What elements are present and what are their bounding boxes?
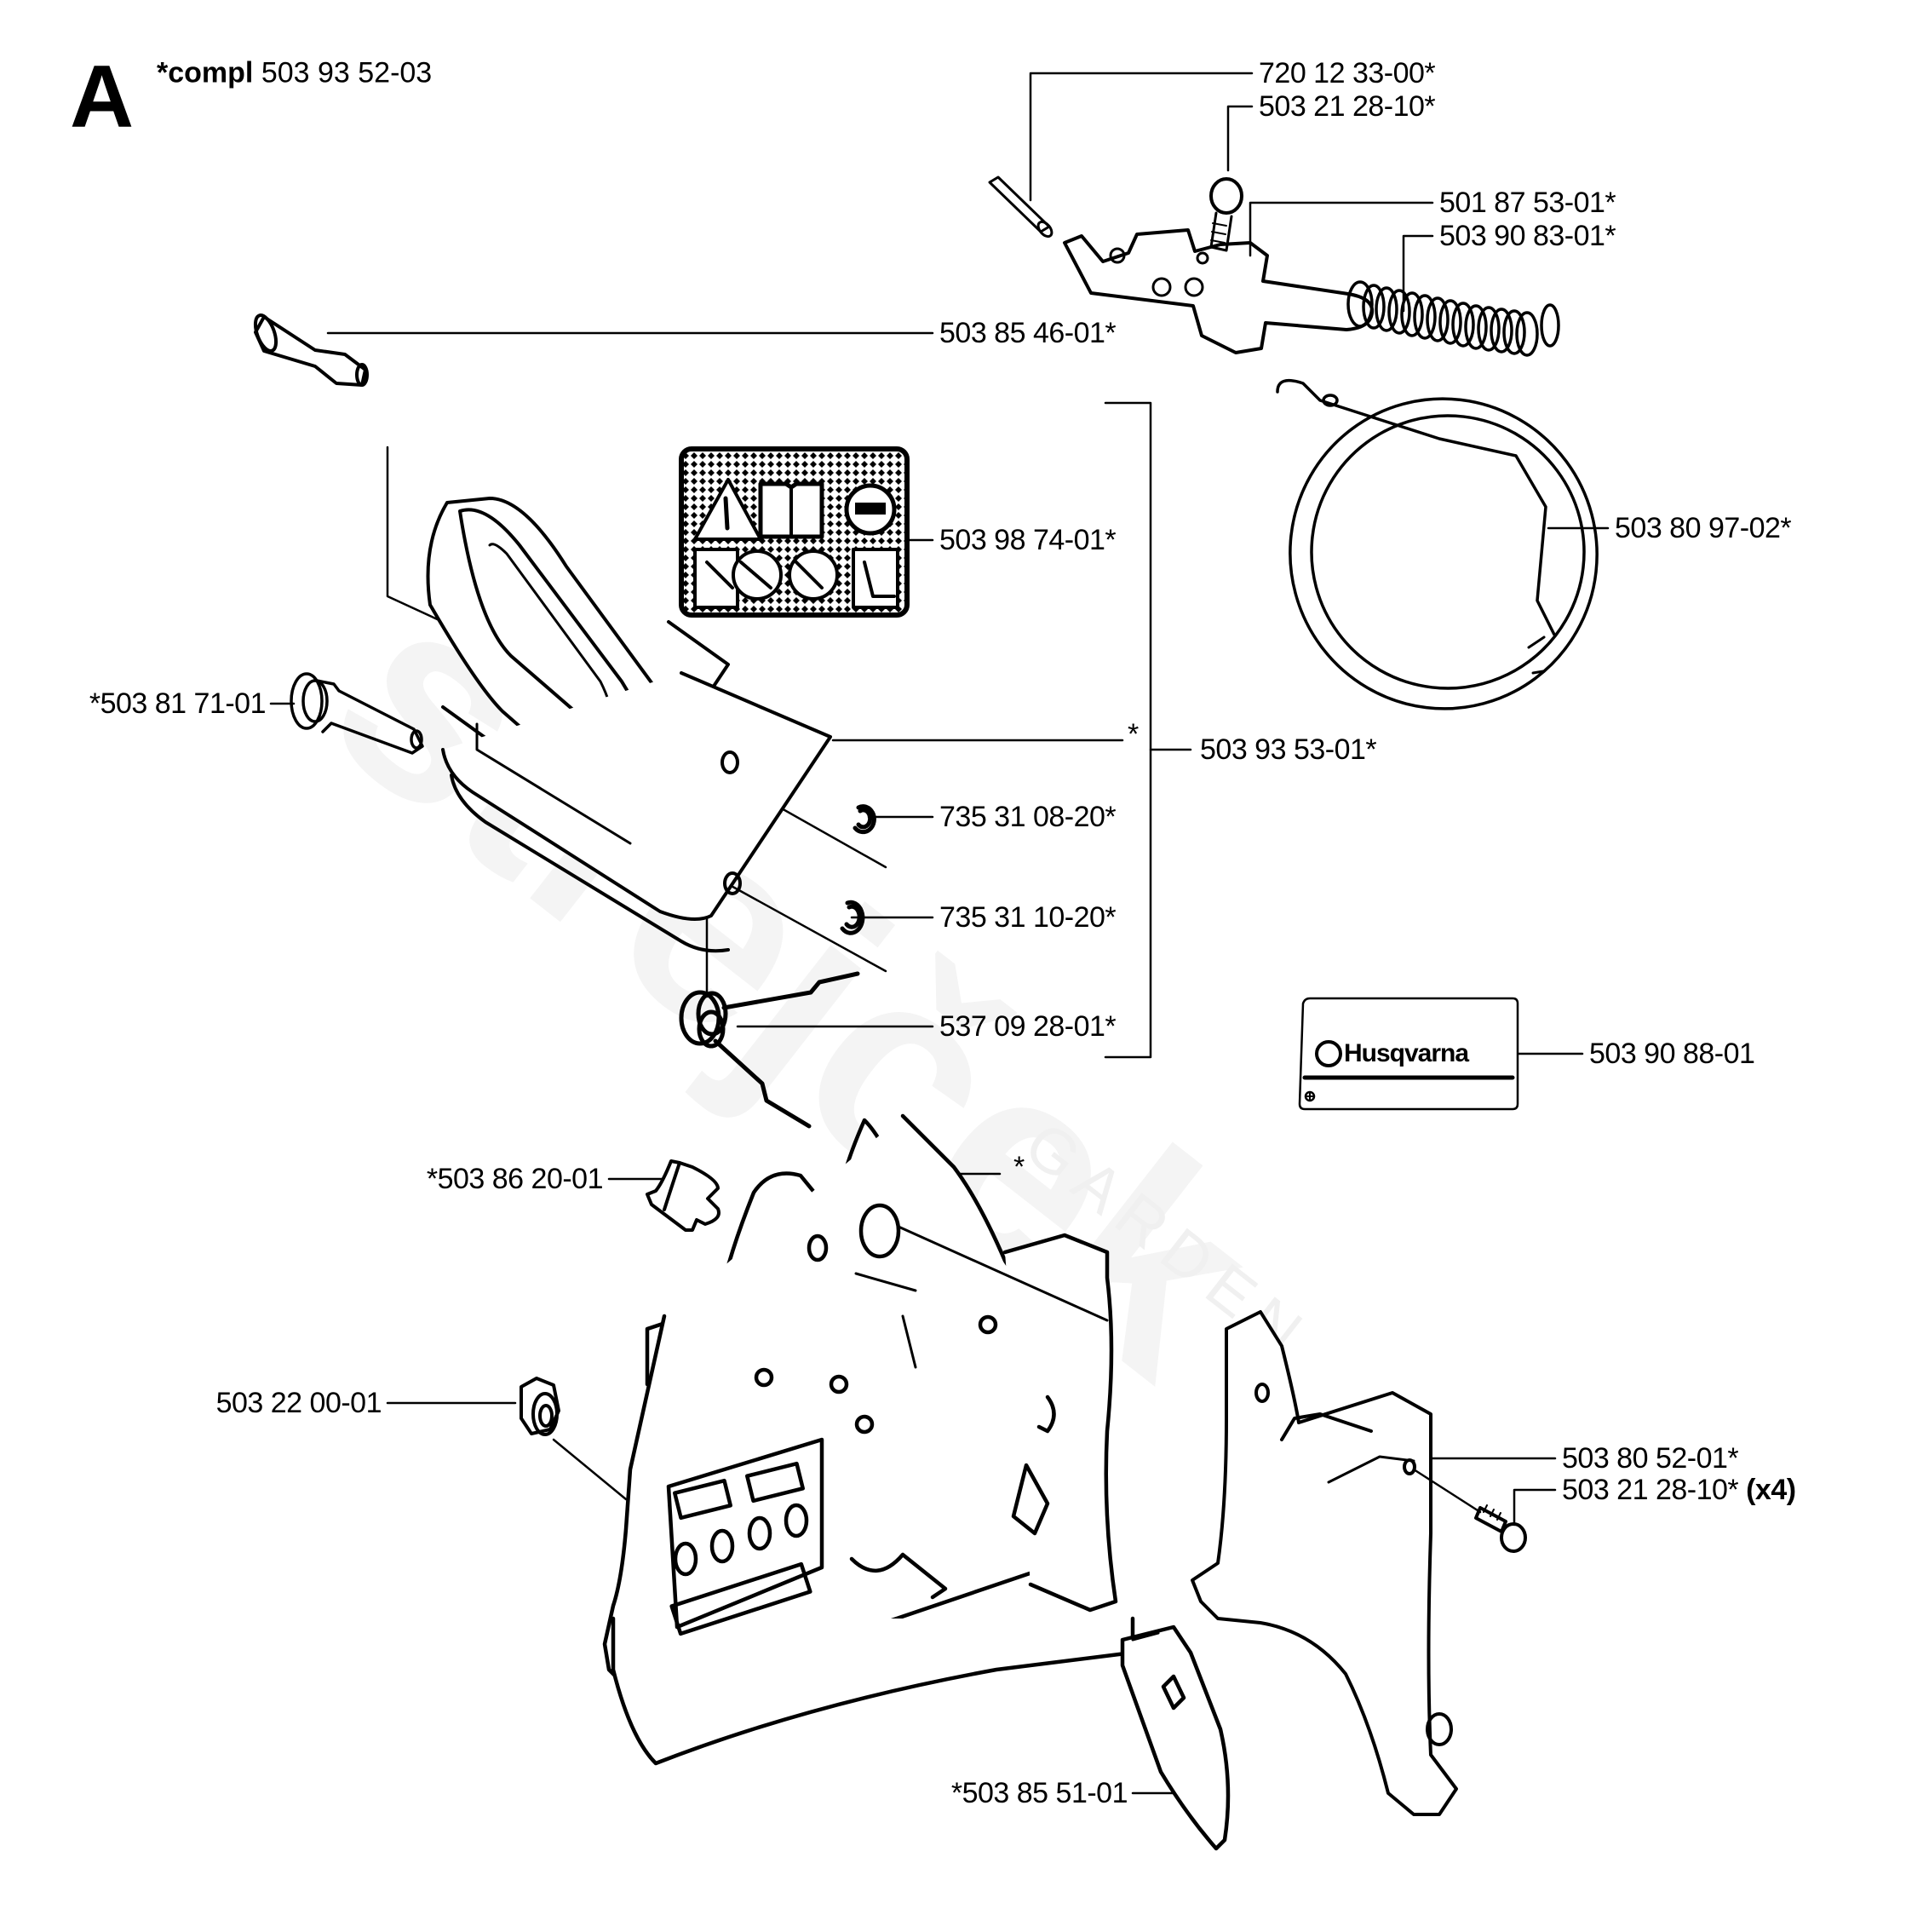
leader-lines bbox=[269, 72, 1610, 1795]
callout-bushing[interactable]: *503 81 71-01 bbox=[89, 687, 267, 720]
callout-circlip-large[interactable]: 735 31 10-20* bbox=[939, 901, 1117, 934]
torsion-spring-part bbox=[679, 971, 860, 1129]
callout-brake-band[interactable]: 503 80 97-02* bbox=[1615, 512, 1792, 544]
brake-band-part bbox=[1276, 378, 1599, 710]
husqvarna-logo-text: Husqvarna bbox=[1344, 1039, 1469, 1067]
chain-catcher-part bbox=[1120, 1624, 1231, 1851]
callout-nut[interactable]: 503 22 00-01 bbox=[215, 1387, 382, 1419]
bushing-part bbox=[290, 672, 424, 755]
callout-kit[interactable]: 503 93 53-01* bbox=[1200, 733, 1377, 766]
callout-screw-bottom-number: 503 21 28-10* bbox=[1562, 1474, 1739, 1506]
clutch-cover-part bbox=[602, 1113, 1135, 1766]
chain-guide-part bbox=[646, 1159, 720, 1232]
callout-chain-catcher[interactable]: *503 85 51-01 bbox=[950, 1777, 1128, 1809]
compl-prefix: *compl bbox=[157, 56, 254, 89]
callout-chain-guide[interactable]: *503 86 20-01 bbox=[426, 1163, 604, 1195]
callout-brake-lever[interactable]: 501 87 53-01* bbox=[1439, 187, 1616, 219]
nut-part bbox=[520, 1377, 628, 1501]
section-letter: A bbox=[70, 48, 135, 147]
compl-number: 503 93 52-03 bbox=[261, 56, 433, 89]
callout-handle-star[interactable]: * bbox=[1013, 1151, 1025, 1183]
plate-part bbox=[1191, 1310, 1482, 1816]
callout-screw-bottom[interactable]: 503 21 28-10* (x4) bbox=[1562, 1475, 1796, 1504]
callout-pin[interactable]: 720 12 33-00* bbox=[1259, 57, 1436, 89]
warning-decal-part bbox=[679, 446, 910, 618]
callout-torsion-spring[interactable]: 537 09 28-01* bbox=[939, 1010, 1117, 1043]
chain-brake-handle-part bbox=[426, 497, 832, 953]
callout-brand-decal[interactable]: 503 90 88-01 bbox=[1589, 1038, 1755, 1070]
complete-assembly-label: *compl 503 93 52-03 bbox=[157, 57, 432, 90]
callout-warning-decal[interactable]: 503 98 74-01* bbox=[939, 524, 1117, 556]
screw-bottom-part bbox=[1474, 1504, 1527, 1553]
callout-bolt-long[interactable]: 503 85 46-01* bbox=[939, 317, 1117, 349]
callout-plate[interactable]: 503 80 52-01* bbox=[1562, 1442, 1739, 1475]
callout-brake-spring[interactable]: 503 90 83-01* bbox=[1439, 220, 1616, 252]
pin-part bbox=[988, 175, 1053, 239]
bolt-long-part bbox=[253, 313, 369, 387]
circlip-large-part bbox=[840, 900, 865, 935]
callout-circlip-small[interactable]: 735 31 08-20* bbox=[939, 801, 1117, 833]
brand-decal-part bbox=[1298, 997, 1519, 1111]
circlip-small-part bbox=[853, 804, 876, 835]
brake-spring-part bbox=[1346, 280, 1560, 357]
callout-screw-top[interactable]: 503 21 28-10* bbox=[1259, 90, 1436, 123]
callout-cover-star[interactable]: * bbox=[1128, 718, 1139, 750]
screw-top-part bbox=[1209, 177, 1243, 252]
callout-screw-bottom-qty: (x4) bbox=[1746, 1474, 1796, 1506]
